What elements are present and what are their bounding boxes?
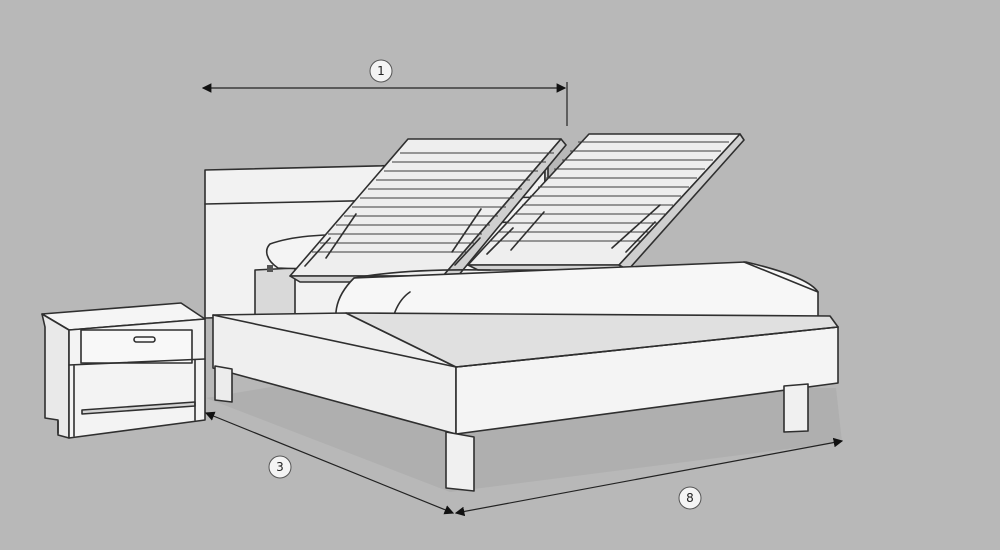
dimension-lines: [201, 82, 844, 517]
strut-mount-left: [267, 265, 273, 272]
bed-frame: [212, 312, 839, 435]
callout-side: 8: [678, 486, 702, 510]
drawer: [80, 329, 193, 364]
callout-width-label: 1: [377, 64, 385, 78]
callout-side-label: 8: [686, 491, 694, 505]
gas-struts: [325, 204, 661, 259]
side-dimension-line: [454, 437, 844, 517]
right-lifting-slat-base: [467, 133, 745, 271]
nightstand: [41, 302, 206, 439]
callout-width: 1: [369, 59, 393, 83]
callout-length: 3: [268, 455, 292, 479]
length-dimension-line: [204, 411, 455, 515]
drawer-handle: [133, 336, 156, 343]
callout-length-label: 3: [276, 460, 284, 474]
